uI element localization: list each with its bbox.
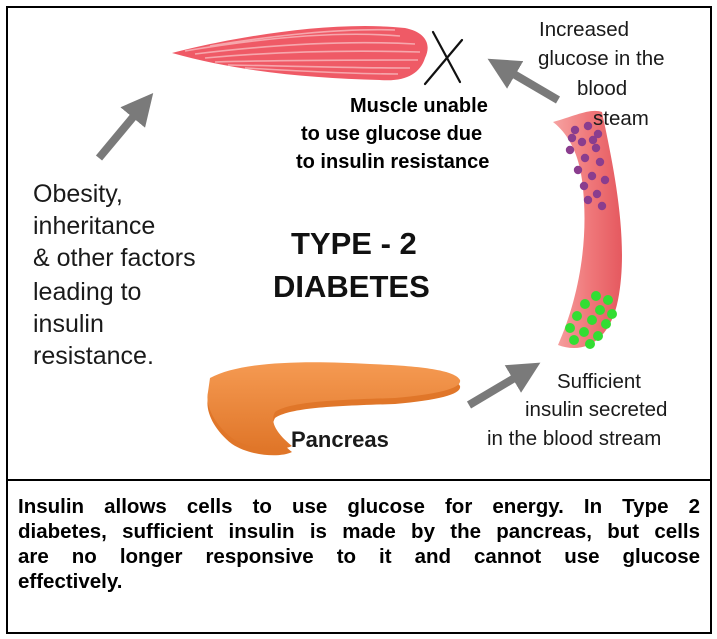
glucose-particle (593, 129, 603, 139)
glucose-particle (579, 181, 589, 191)
insulin-particle (595, 305, 605, 315)
insulin-label-line-2: insulin secreted (525, 398, 668, 421)
factors-label-line-4: leading to (33, 278, 142, 306)
glucose-particle (597, 201, 607, 211)
muscle-label-line-1: Muscle unable (350, 95, 488, 117)
glucose-particle (592, 189, 602, 199)
glucose-particle (577, 137, 587, 147)
caption-line-2: diabetes, sufficient insulin is made by … (18, 520, 700, 543)
factors-label-line-6: resistance. (33, 342, 154, 370)
insulin-particle (565, 323, 575, 333)
insulin-particle (572, 311, 582, 321)
insulin-particle (580, 299, 590, 309)
factors-label-line-1: Obesity, (33, 180, 123, 208)
insulin-particle (607, 309, 617, 319)
diagram-title-line-1: TYPE - 2 (291, 226, 417, 261)
insulin-particle (585, 339, 595, 349)
glucose-label-line-1: Increased (539, 18, 630, 41)
caption-line-1: Insulin allows cells to use glucose for … (18, 495, 700, 518)
insulin-particle (601, 319, 611, 329)
glucose-label-line-4: steam (593, 107, 649, 130)
glucose-label-line-2: glucose in the (538, 47, 665, 70)
glucose-particle (587, 171, 597, 181)
insulin-particle (593, 331, 603, 341)
factors-label-line-5: insulin (33, 310, 104, 338)
blood-vessel-illustration (553, 110, 622, 349)
glucose-particle (567, 133, 577, 143)
insulin-particle (579, 327, 589, 337)
pancreas-label: Pancreas (291, 427, 389, 452)
caption-line-4: effectively. (18, 570, 123, 593)
glucose-particle (583, 195, 593, 205)
glucose-particle (570, 125, 580, 135)
pancreas-illustration (207, 362, 461, 456)
muscle-label-line-2: to use glucose due (301, 123, 483, 145)
arrow-blood-to-muscle (487, 58, 561, 104)
glucose-particle (600, 175, 610, 185)
arrow-factors-to-muscle (95, 92, 154, 161)
glucose-particle (565, 145, 575, 155)
insulin-label-line-1: Sufficient (557, 370, 641, 393)
caption-text: Insulin allows cells to use glucose for … (18, 494, 700, 594)
insulin-particle (569, 335, 579, 345)
factors-label-line-2: inheritance (33, 212, 156, 240)
insulin-particle (587, 315, 597, 325)
insulin-particle (591, 291, 601, 301)
diagram-title-line-2: DIABETES (273, 269, 430, 304)
glucose-particle (591, 143, 601, 153)
arrow-pancreas-to-blood (466, 362, 541, 409)
glucose-label-line-3: blood (577, 77, 628, 100)
glucose-particle (580, 153, 590, 163)
glucose-particle (583, 121, 593, 131)
blocked-x-icon (423, 30, 464, 86)
insulin-particle (603, 295, 613, 305)
muscle-illustration (172, 26, 428, 81)
glucose-particle (588, 135, 598, 145)
insulin-label-line-3: in the blood stream (487, 427, 662, 450)
factors-label-line-3: & other factors (33, 244, 196, 272)
caption-line-3: are no longer responsive to it and canno… (18, 545, 700, 568)
muscle-label-line-3: to insulin resistance (296, 151, 490, 173)
glucose-particle (573, 165, 583, 175)
caption-box (6, 479, 712, 634)
glucose-particle (595, 157, 605, 167)
